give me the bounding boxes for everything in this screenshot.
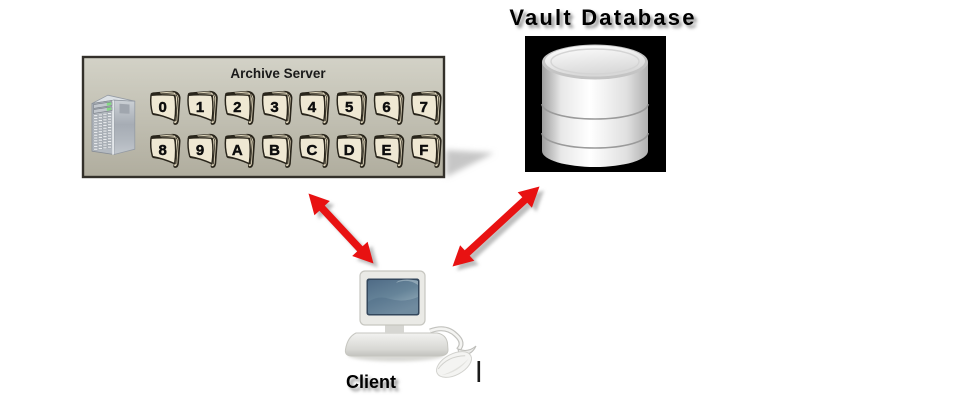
svg-text:Vault Database: Vault Database: [512, 8, 699, 33]
svg-text:C: C: [306, 142, 317, 159]
svg-text:8: 8: [159, 142, 167, 159]
svg-text:2: 2: [233, 99, 241, 116]
svg-text:5: 5: [345, 99, 353, 116]
svg-text:7: 7: [420, 99, 428, 116]
svg-text:Archive Server: Archive Server: [230, 66, 326, 81]
svg-text:Vault Database: Vault Database: [509, 5, 696, 30]
svg-text:9: 9: [196, 142, 204, 159]
svg-text:1: 1: [196, 99, 204, 116]
svg-text:4: 4: [308, 99, 317, 116]
svg-text:3: 3: [270, 99, 278, 116]
svg-text:F: F: [419, 142, 428, 159]
svg-text:Client: Client: [346, 372, 396, 392]
svg-text:A: A: [232, 142, 243, 159]
svg-text:B: B: [269, 142, 280, 159]
svg-text:0: 0: [159, 99, 167, 116]
svg-text:6: 6: [382, 99, 390, 116]
svg-text:E: E: [381, 142, 391, 159]
svg-text:Client: Client: [349, 375, 399, 395]
svg-text:D: D: [344, 142, 355, 159]
